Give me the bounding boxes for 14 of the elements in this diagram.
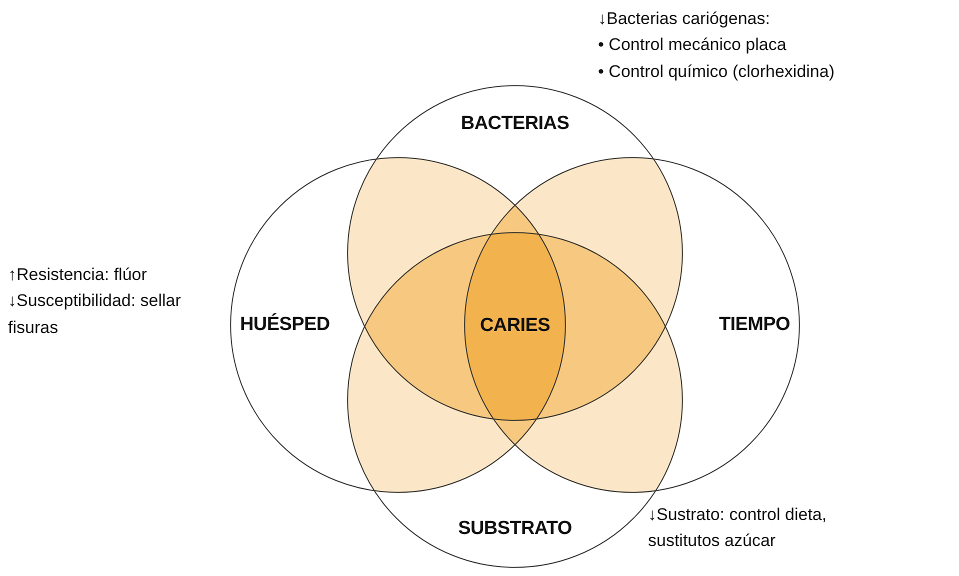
venn-circle [347, 85, 683, 421]
note-text: • Control químico (clorhexidina) [598, 60, 836, 83]
venn-circle [464, 157, 800, 493]
center-label: CARIES [480, 314, 550, 337]
circle-label: BACTERIAS [460, 113, 570, 135]
note-text: ↓Bacterias cariógenas: [598, 8, 771, 30]
note-text: ↑Resistencia: flúor [8, 264, 148, 286]
circle-label: TIEMPO [718, 314, 790, 336]
note-text: ↓Sustrato: control dieta, sustitutos azúcar [648, 504, 828, 552]
note-text: • Control mecánico placa [598, 34, 788, 56]
note-text: ↓Susceptibilidad: sellar fisuras [8, 290, 182, 339]
venn-circle [230, 157, 566, 493]
circle-label: HUÉSPED [240, 314, 330, 336]
circle-label: SUBSTRATO [458, 518, 572, 540]
